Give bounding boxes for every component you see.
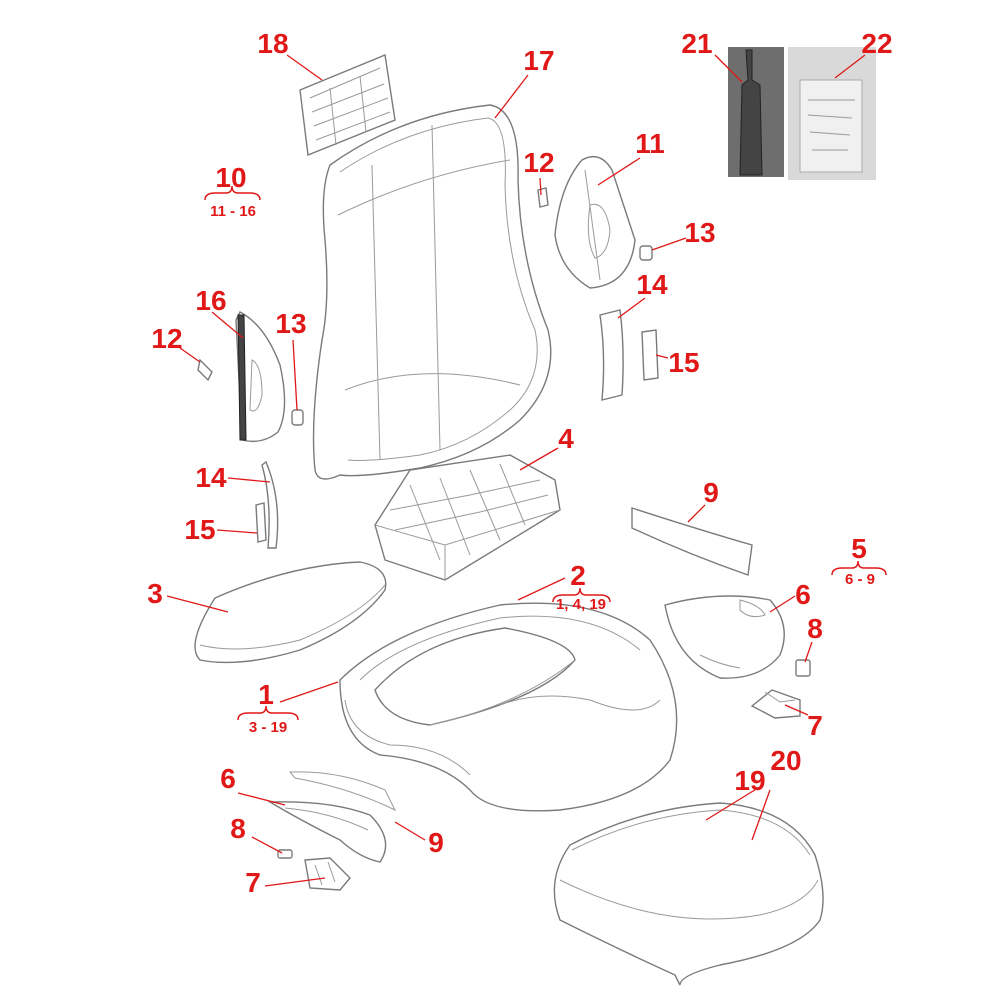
label-4: 4	[558, 423, 574, 454]
label-22: 22	[861, 28, 892, 59]
part-7-hinge-right	[750, 689, 801, 719]
part-14-strip-right	[599, 309, 624, 401]
label-14-right: 14	[636, 269, 668, 300]
label-5: 5	[851, 533, 867, 564]
part-18-frame	[299, 54, 396, 156]
label-10-range: 11 - 16	[210, 203, 256, 220]
label-16: 16	[195, 285, 226, 316]
part-11-side-panel	[554, 156, 636, 289]
part-6-side-panel-right	[664, 595, 785, 679]
label-9-top: 9	[703, 477, 719, 508]
label-6-right: 6	[795, 579, 811, 610]
part-13-clip-left	[291, 409, 304, 426]
label-20: 20	[770, 745, 801, 776]
part-8-bolt-left	[277, 849, 293, 859]
part-4-foam-insert	[374, 454, 561, 581]
part-3-cushion	[194, 561, 387, 664]
label-11: 11	[635, 128, 665, 159]
label-2-range: 1, 4, 19	[556, 596, 606, 613]
part-8-clip-right	[795, 659, 811, 677]
label-6-left: 6	[220, 763, 236, 794]
part-12-screw-right	[537, 187, 549, 208]
label-14-left: 14	[195, 462, 227, 493]
part-12-screw-left	[197, 358, 213, 382]
label-17: 17	[523, 45, 554, 76]
part-7-hinge-left	[304, 857, 351, 891]
label-13-left: 13	[275, 308, 306, 339]
label-8-left: 8	[230, 813, 246, 844]
label-13-right: 13	[684, 217, 715, 248]
part-22-photo	[788, 47, 876, 180]
label-7-right: 7	[807, 710, 823, 741]
part-1-seat-base	[339, 602, 678, 812]
label-12-left: 12	[151, 323, 182, 354]
label-7-left: 7	[245, 867, 261, 898]
part-13-clip-right	[639, 245, 653, 261]
label-8-right: 8	[807, 613, 823, 644]
part-9-strip-bottom	[288, 771, 397, 812]
label-1: 1	[258, 679, 274, 710]
label-1-range: 3 - 19	[249, 719, 287, 736]
label-3: 3	[147, 578, 163, 609]
part-19-seat-cover	[553, 802, 824, 986]
part-9-strip-top	[631, 507, 753, 576]
part-6-side-panel-left	[267, 801, 387, 863]
part-17-backrest	[312, 104, 552, 480]
part-15-strip-right	[641, 329, 659, 381]
bracket-marks	[204, 185, 887, 721]
label-15-right: 15	[668, 347, 699, 378]
label-19: 19	[734, 765, 765, 796]
label-2: 2	[570, 560, 586, 591]
label-12-right: 12	[523, 147, 554, 178]
leader-lines	[166, 54, 866, 887]
part-16-side-panel	[235, 311, 286, 443]
part-21-photo	[728, 47, 784, 177]
label-5-range: 6 - 9	[845, 571, 875, 588]
label-21: 21	[681, 28, 712, 59]
part-15-strip-left	[255, 502, 267, 543]
label-15-left: 15	[184, 514, 215, 545]
label-18: 18	[257, 28, 288, 59]
label-10: 10	[215, 162, 246, 193]
label-9-bottom: 9	[428, 827, 444, 858]
part-number-labels: 18 17 21 22 10 11 - 16 12 11 13 14 15 16…	[147, 28, 892, 898]
